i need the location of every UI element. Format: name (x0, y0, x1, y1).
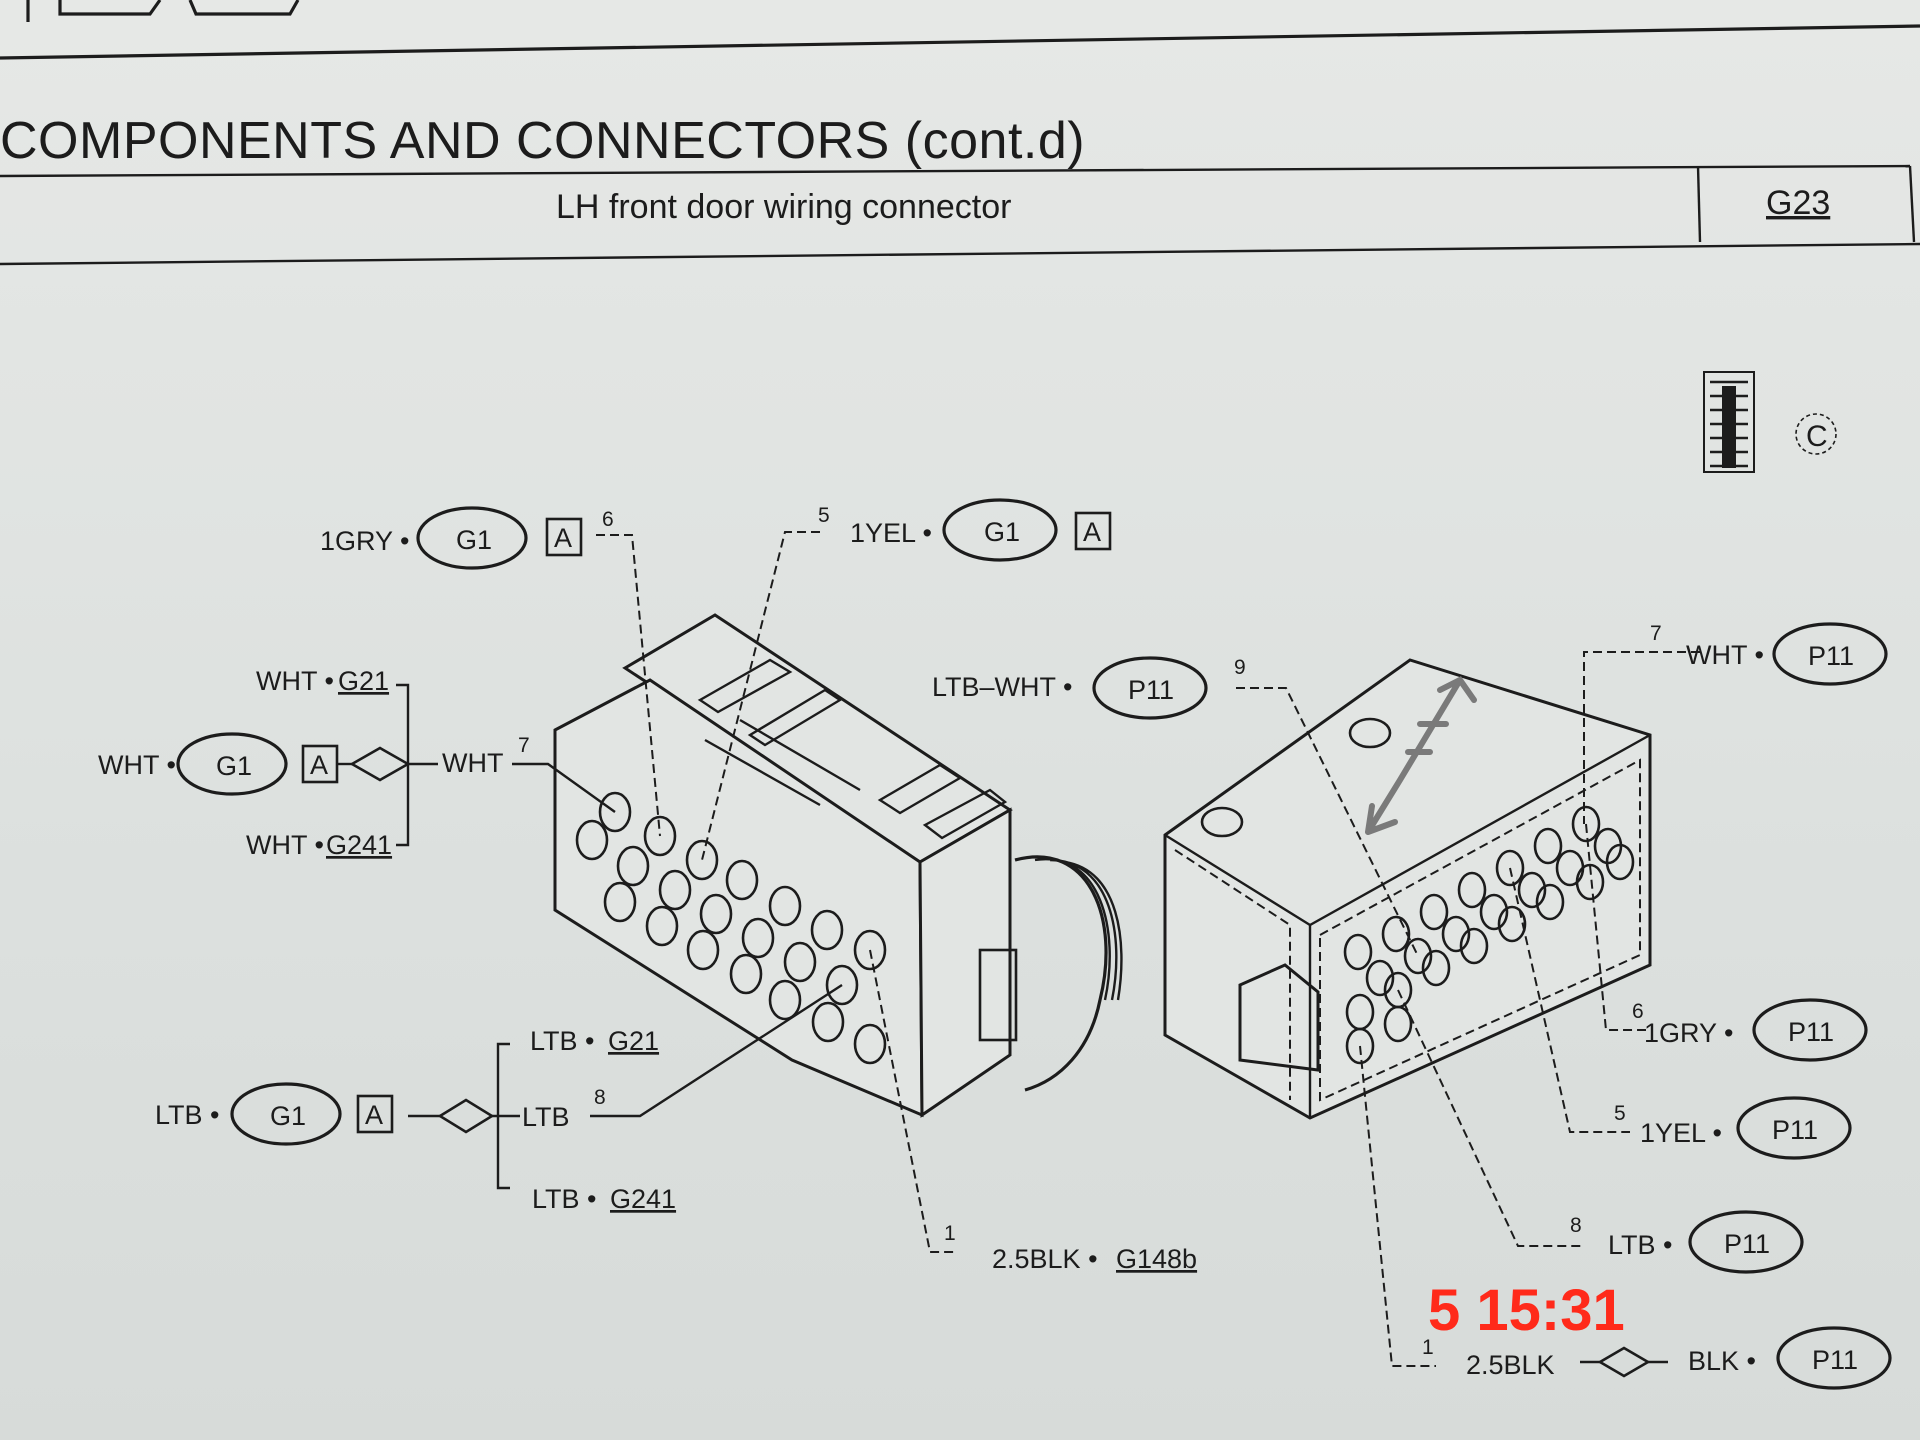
right-gry-node: P11 (1788, 1017, 1834, 1047)
camera-timestamp: 5 15:31 (1428, 1278, 1625, 1343)
gry-node: G1 (456, 525, 492, 555)
ltb-wht-node: P11 (1128, 675, 1174, 705)
right-blk-trunk-label: BLK • (1688, 1346, 1756, 1376)
left-top-right-callout: 5 1YEL • G1 A (701, 498, 1112, 861)
ltb-source-node: G1 (270, 1101, 306, 1131)
right-yel-label: 1YEL • (1640, 1118, 1722, 1148)
ltb-lower-label: LTB • (532, 1184, 596, 1214)
component-name: LH front door wiring connector (556, 188, 1011, 226)
right-blk-callout: 1 2.5BLK BLK • P11 (1359, 1045, 1892, 1390)
ltb-source-flag: A (365, 1100, 383, 1130)
view-c-symbol: C (1806, 420, 1828, 453)
ltb-trunk-label: LTB (522, 1102, 570, 1132)
ground-wire-label: 2.5BLK • (992, 1244, 1098, 1274)
right-ltb-label: LTB • (1608, 1230, 1672, 1260)
gry-flag: A (554, 523, 572, 553)
ltb-splice-group: LTB • G21 LTB • G1 A LTB 8 LTB • G241 (155, 983, 843, 1214)
right-yel-node: P11 (1772, 1115, 1818, 1145)
right-blk-label: 2.5BLK (1466, 1350, 1555, 1380)
ltb-pin-number: 8 (594, 1086, 606, 1109)
wht-source-node: G1 (216, 751, 252, 781)
ground-pin-number: 1 (944, 1222, 956, 1245)
right-pin-holes (1343, 805, 1635, 1065)
ltb-upper-label: LTB • (530, 1026, 594, 1056)
right-connector-body (1163, 658, 1652, 1120)
right-blk-pin-number: 1 (1422, 1336, 1434, 1359)
right-ltb-pin-number: 8 (1570, 1214, 1582, 1237)
gry-pin-number: 6 (602, 508, 614, 531)
left-top-left-callout: 1GRY • G1 A 6 (320, 506, 661, 837)
connector-view-icon: C (1703, 371, 1837, 473)
yel-node: G1 (984, 517, 1020, 547)
wht-lower-ref: G241 (326, 830, 392, 860)
yel-flag: A (1083, 517, 1101, 547)
right-wht-callout: 7 WHT • P11 (1583, 622, 1888, 824)
wht-upper-label: WHT • (256, 666, 334, 696)
right-gry-label: 1GRY • (1644, 1018, 1734, 1048)
component-code: G23 (1766, 184, 1830, 222)
right-top-callout: LTB–WHT • P11 9 (932, 656, 1419, 957)
right-gry-callout: 6 1GRY • P11 (1585, 823, 1868, 1062)
ltb-upper-ref: G21 (608, 1026, 659, 1056)
ground-ref: G148b (1116, 1244, 1197, 1274)
right-ltb-node: P11 (1724, 1229, 1770, 1259)
wht-trunk-label: WHT (442, 748, 503, 778)
ground-callout: 1 2.5BLK • G148b (869, 949, 1197, 1274)
ltb-wht-pin-number: 9 (1234, 656, 1246, 679)
right-wht-label: WHT • (1686, 640, 1764, 670)
right-blk-node: P11 (1812, 1345, 1858, 1375)
right-yel-pin-number: 5 (1614, 1102, 1626, 1125)
wht-splice-group: WHT • G21 WHT • G1 A WHT • G241 WHT 7 (98, 666, 616, 860)
left-pin-holes (575, 791, 887, 1065)
ltb-wht-wire-label: LTB–WHT • (932, 672, 1072, 702)
ltb-lower-ref: G241 (610, 1184, 676, 1214)
top-fragment (0, 0, 1920, 60)
wht-lower-label: WHT • (246, 830, 324, 860)
right-wht-pin-number: 7 (1650, 622, 1662, 645)
wht-upper-ref: G21 (338, 666, 389, 696)
gry-wire-label: 1GRY • (320, 526, 410, 556)
wht-source-flag: A (310, 750, 328, 780)
right-wht-node: P11 (1808, 641, 1854, 671)
right-ltb-callout: 8 LTB • P11 (1397, 989, 1804, 1274)
right-gry-pin-number: 6 (1632, 1000, 1644, 1023)
left-connector-body (553, 613, 1123, 1118)
yel-pin-number: 5 (818, 504, 830, 527)
section-heading: COMPONENTS AND CONNECTORS (cont.d) (0, 112, 1085, 170)
right-yel-callout: 5 1YEL • P11 (1509, 867, 1852, 1160)
yel-wire-label: 1YEL • (850, 518, 932, 548)
wht-pin-number: 7 (518, 734, 530, 757)
component-title-bar: LH front door wiring connector G23 (0, 164, 1920, 266)
wht-source-label: WHT • (98, 750, 176, 780)
ltb-source-label: LTB • (155, 1100, 219, 1130)
